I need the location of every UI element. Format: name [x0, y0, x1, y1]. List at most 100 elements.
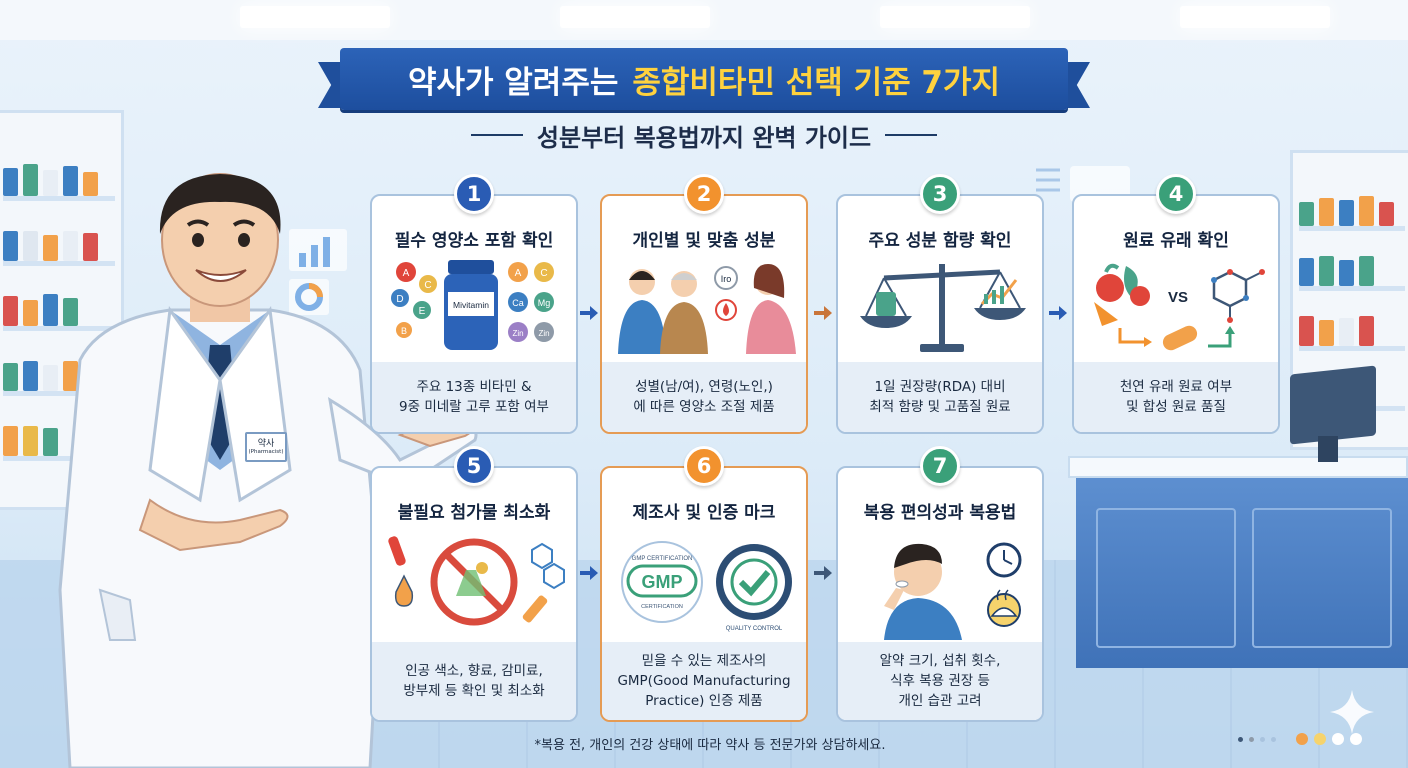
subtitle-line-right [885, 134, 938, 136]
pharmacist-illustration [58, 173, 478, 768]
vitamin-letter: D [396, 294, 403, 305]
step-badge-5: 5 [454, 446, 494, 486]
dot [1332, 733, 1344, 745]
step-badge-2: 2 [684, 174, 724, 214]
card-desc-line: 식후 복용 권장 등 [890, 673, 990, 689]
card-description: 믿을 수 있는 제조사의 GMP(Good Manufacturing Prac… [602, 642, 806, 720]
pharmacy-counter [1068, 456, 1408, 671]
mineral-label: Mg [538, 298, 551, 308]
card-desc-line: 알약 크기, 섭취 횟수, [879, 653, 1001, 669]
vitamin-letter: C [424, 280, 431, 291]
quality-text: QUALITY CONTROL [726, 626, 783, 632]
card-desc-line: 주요 13종 비타민 & [416, 379, 532, 395]
vitamin-letter: B [401, 326, 407, 336]
card-desc-line: 방부제 등 확인 및 최소화 [403, 683, 545, 699]
mineral-label: Ca [512, 298, 524, 308]
card-description: 성별(남/여), 연령(노인,) 에 따른 영양소 조절 제품 [602, 362, 806, 432]
taking-pill-icon [884, 542, 1022, 640]
card-4: 원료 유래 확인 VS 천연 유래 원료 여부 및 합성 원료 품질 [1072, 194, 1280, 434]
wall-chart-icon [289, 229, 347, 315]
card-title: 원료 유래 확인 [1123, 231, 1229, 251]
card-2: 개인별 및 맞춤 성분 Iro 성별(남/여), 연령(노인,) 에 따른 영양… [600, 194, 808, 434]
step-badge-7: 7 [920, 446, 960, 486]
dot [1271, 736, 1276, 742]
multivitamin-bottle-icon: A C D E B Mivitamin A C Ca Mg Zin Zin [391, 260, 554, 350]
bottle-label: Mivitamin [453, 300, 489, 310]
arrow-right-icon [814, 306, 832, 320]
mineral-label: Zin [512, 329, 523, 338]
card-1: 필수 영양소 포함 확인 A C D E B Mivitamin A C Ca … [370, 194, 578, 434]
card-description: 주요 13종 비타민 & 9중 미네랄 고루 포함 여부 [372, 362, 576, 432]
card-desc-line: 개인 습관 고려 [898, 693, 982, 709]
ceiling [0, 0, 1408, 40]
card-title: 불필요 첨가물 최소화 [397, 503, 551, 523]
monitor-stand [1318, 436, 1338, 462]
dot [1314, 733, 1326, 745]
ceiling-light [880, 6, 1030, 28]
people-group-icon: Iro [618, 264, 796, 354]
ceiling-light [560, 6, 710, 28]
card-desc-line: Practice) 인증 제품 [645, 693, 763, 709]
title-part1: 약사가 알려주는 [407, 64, 619, 101]
card-description: 천연 유래 원료 여부 및 합성 원료 품질 [1074, 362, 1278, 432]
arrow-right-icon [580, 566, 598, 580]
wall-list-icon [1036, 166, 1130, 202]
mineral-label: Zin [538, 329, 549, 338]
subtitle-row: 성분부터 복용법까지 완벽 가이드 [440, 118, 968, 152]
card-6: 제조사 및 인증 마크 GMP CERTIFICATION GMP CERTIF… [600, 466, 808, 722]
arrow-right-icon [814, 566, 832, 580]
sparkle-icon [1330, 690, 1374, 734]
card-title: 개인별 및 맞춤 성분 [632, 231, 776, 251]
step-badge-4: 4 [1156, 174, 1196, 214]
vitamin-letter: E [419, 306, 426, 317]
dot [1238, 736, 1243, 742]
vitamin-letter: C [540, 268, 547, 279]
dot [1249, 736, 1254, 742]
card-title: 제조사 및 인증 마크 [632, 503, 776, 523]
subtitle: 성분부터 복용법까지 완벽 가이드 [536, 123, 872, 152]
card-description: 알약 크기, 섭취 횟수, 식후 복용 권장 등 개인 습관 고려 [838, 642, 1042, 720]
card-desc-line: 1일 권장량(RDA) 대비 [874, 379, 1006, 395]
pharmacist-name-badge: 약사 (Pharmacist) [245, 432, 287, 462]
gmp-bottom-text: CERTIFICATION [641, 604, 683, 610]
iron-label: Iro [721, 274, 732, 284]
balance-scale-icon [860, 264, 1026, 352]
card-3: 주요 성분 함량 확인 1일 권장량(RDA) 대비 최적 함량 및 고품질 원… [836, 194, 1044, 434]
ceiling-light [240, 6, 390, 28]
certification-seal-icon: GMP CERTIFICATION GMP CERTIFICATION QUAL… [621, 541, 792, 632]
card-desc-line: 및 합성 원료 품질 [1126, 399, 1226, 415]
arrow-right-icon [1049, 306, 1067, 320]
gmp-main-text: GMP [641, 572, 682, 592]
card-title: 필수 영양소 포함 확인 [394, 231, 554, 251]
dot [1260, 736, 1265, 742]
step-badge-3: 3 [920, 174, 960, 214]
card-desc-line: 9중 미네랄 고루 포함 여부 [399, 399, 549, 415]
gmp-top-text: GMP CERTIFICATION [632, 556, 693, 562]
card-description: 1일 권장량(RDA) 대비 최적 함량 및 고품질 원료 [838, 362, 1042, 432]
monitor-icon [1290, 365, 1376, 445]
card-desc-line: 성별(남/여), 연령(노인,) [635, 379, 773, 395]
dot [1350, 733, 1362, 745]
card-desc-line: 최적 함량 및 고품질 원료 [869, 399, 1011, 415]
step-badge-1: 1 [454, 174, 494, 214]
dot [1296, 733, 1308, 745]
ceiling-light [1180, 6, 1330, 28]
badge-en-label: (Pharmacist) [248, 448, 284, 455]
step-badge-6: 6 [684, 446, 724, 486]
card-title: 주요 성분 함량 확인 [868, 231, 1012, 251]
arrow-right-icon [580, 306, 598, 320]
card-desc-line: 인공 색소, 향료, 감미료, [405, 663, 543, 679]
card-desc-line: 천연 유래 원료 여부 [1119, 379, 1233, 395]
title-banner: 약사가 알려주는 종합비타민 선택 기준 7가지 [340, 48, 1068, 110]
no-additives-icon [388, 536, 565, 626]
card-title: 복용 편의성과 복용법 [863, 503, 1017, 523]
vitamin-letter: A [403, 268, 410, 279]
card-description: 인공 색소, 향료, 감미료, 방부제 등 확인 및 최소화 [372, 642, 576, 720]
pagination-dots [1238, 733, 1362, 745]
natural-vs-synthetic-icon: VS [1094, 263, 1265, 351]
footnote: *복용 전, 개인의 건강 상태에 따라 약사 등 전문가와 상담하세요. [534, 738, 886, 753]
title-part2: 종합비타민 선택 기준 7가지 [632, 64, 1001, 101]
subtitle-line-left [470, 134, 523, 136]
vs-label: VS [1168, 289, 1188, 306]
card-5: 불필요 첨가물 최소화 인공 색소, 향료, 감미료, 방부제 등 확인 및 최… [370, 466, 578, 722]
